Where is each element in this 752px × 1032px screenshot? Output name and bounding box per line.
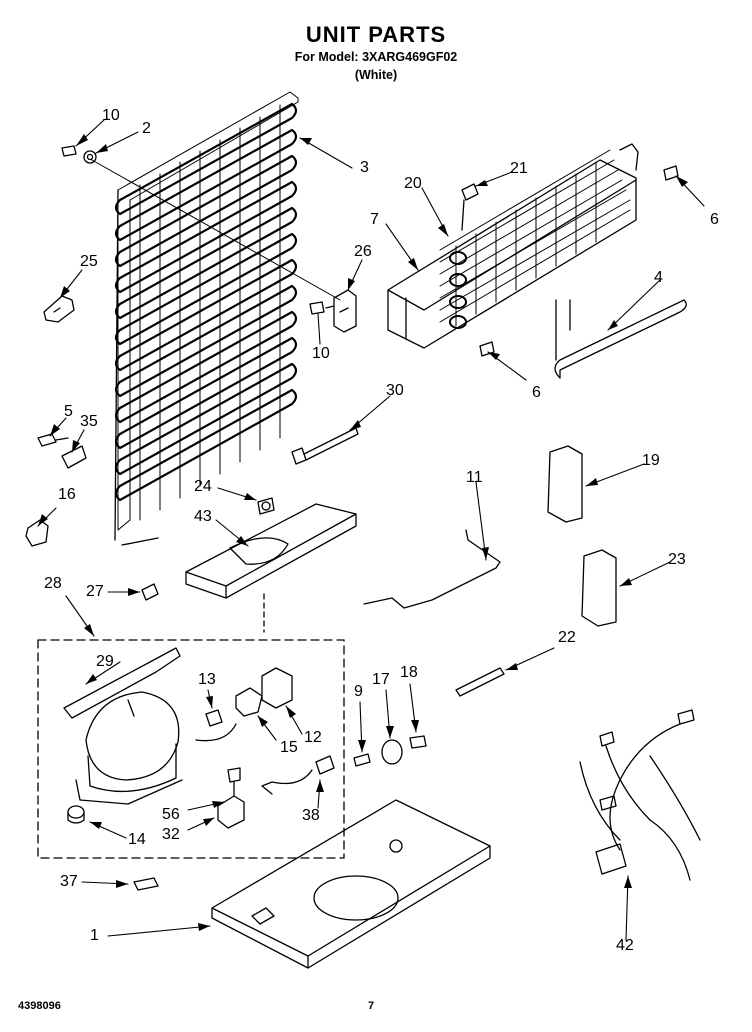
relay-15	[235, 687, 263, 717]
evaporator	[387, 143, 639, 349]
callout-42: 42	[616, 937, 634, 954]
callout-29: 29	[96, 653, 114, 670]
callout-17: 17	[372, 671, 390, 688]
leader-arrowheads	[38, 134, 688, 931]
bracket-25	[43, 295, 75, 323]
model-line: For Model: 3XARG469GF02	[294, 50, 458, 64]
grommet-14-base	[67, 811, 85, 824]
callout-35: 35	[80, 413, 98, 430]
tube-29	[63, 647, 181, 719]
callout-10-top: 10	[102, 107, 120, 124]
probe-30	[291, 427, 359, 465]
callout-38: 38	[302, 807, 320, 824]
callout-4: 4	[654, 269, 663, 286]
callout-1: 1	[90, 927, 99, 944]
clip-16	[25, 519, 49, 547]
callout-18: 18	[400, 664, 418, 681]
callout-7: 7	[370, 211, 379, 228]
tube-22	[455, 667, 505, 697]
callout-22: 22	[558, 629, 576, 646]
callout-5: 5	[64, 403, 73, 420]
page-title: UNIT PARTS	[305, 22, 447, 47]
callout-23: 23	[668, 551, 686, 568]
callout-32: 32	[162, 826, 180, 843]
tube-11	[363, 529, 501, 609]
callout-13: 13	[198, 671, 216, 688]
clip-21	[461, 183, 479, 231]
callout-3: 3	[360, 159, 369, 176]
page-number: 7	[368, 1000, 375, 1012]
clip-35	[61, 445, 87, 469]
callout-21: 21	[510, 160, 528, 177]
wire-38	[261, 755, 335, 795]
callout-30: 30	[386, 382, 404, 399]
screw-6-top	[663, 165, 679, 181]
callout-6-top: 6	[710, 211, 719, 228]
foam-23	[581, 549, 617, 627]
compressor	[75, 691, 183, 805]
callout-26: 26	[354, 243, 372, 260]
condenser-coil	[114, 91, 299, 546]
callout-14: 14	[128, 831, 146, 848]
callout-56: 56	[162, 806, 180, 823]
callout-24: 24	[194, 478, 212, 495]
callout-25: 25	[80, 253, 98, 270]
callout-11: 11	[466, 469, 483, 486]
callout-9: 9	[354, 683, 363, 700]
wire-harness-42	[579, 709, 701, 881]
drain-pan	[185, 497, 357, 599]
callout-19: 19	[642, 452, 660, 469]
screw-5	[37, 433, 69, 447]
callout-20: 20	[404, 175, 422, 192]
heater-4	[554, 299, 687, 379]
grommet-14	[67, 805, 85, 819]
base-pan	[211, 799, 491, 969]
callout-15: 15	[280, 739, 298, 756]
callout-10-mid: 10	[312, 345, 330, 362]
clip-27	[141, 583, 159, 601]
doc-number: 4398096	[18, 1000, 61, 1012]
callout-28: 28	[44, 575, 62, 592]
color-line: (White)	[354, 68, 398, 82]
screw-washer-top	[61, 145, 341, 301]
callout-6-bottom: 6	[532, 384, 541, 401]
callout-2: 2	[142, 120, 151, 137]
callout-37: 37	[60, 873, 78, 890]
cover-12	[261, 667, 293, 709]
overload-13	[195, 709, 237, 742]
pad-37	[133, 877, 159, 891]
capacitor-32	[217, 795, 245, 829]
screw-10b	[309, 301, 335, 315]
callout-12: 12	[304, 729, 322, 746]
callout-43: 43	[194, 508, 212, 525]
foam-19	[547, 445, 583, 523]
screw-18	[409, 735, 427, 749]
callout-27: 27	[86, 583, 104, 600]
bracket-26	[333, 289, 357, 333]
compressor-kit-box	[37, 639, 345, 859]
grommet-17	[381, 739, 403, 765]
callout-16: 16	[58, 486, 76, 503]
screw-6-bottom	[479, 341, 495, 357]
clip-9	[353, 753, 371, 767]
screw-56	[227, 767, 241, 797]
